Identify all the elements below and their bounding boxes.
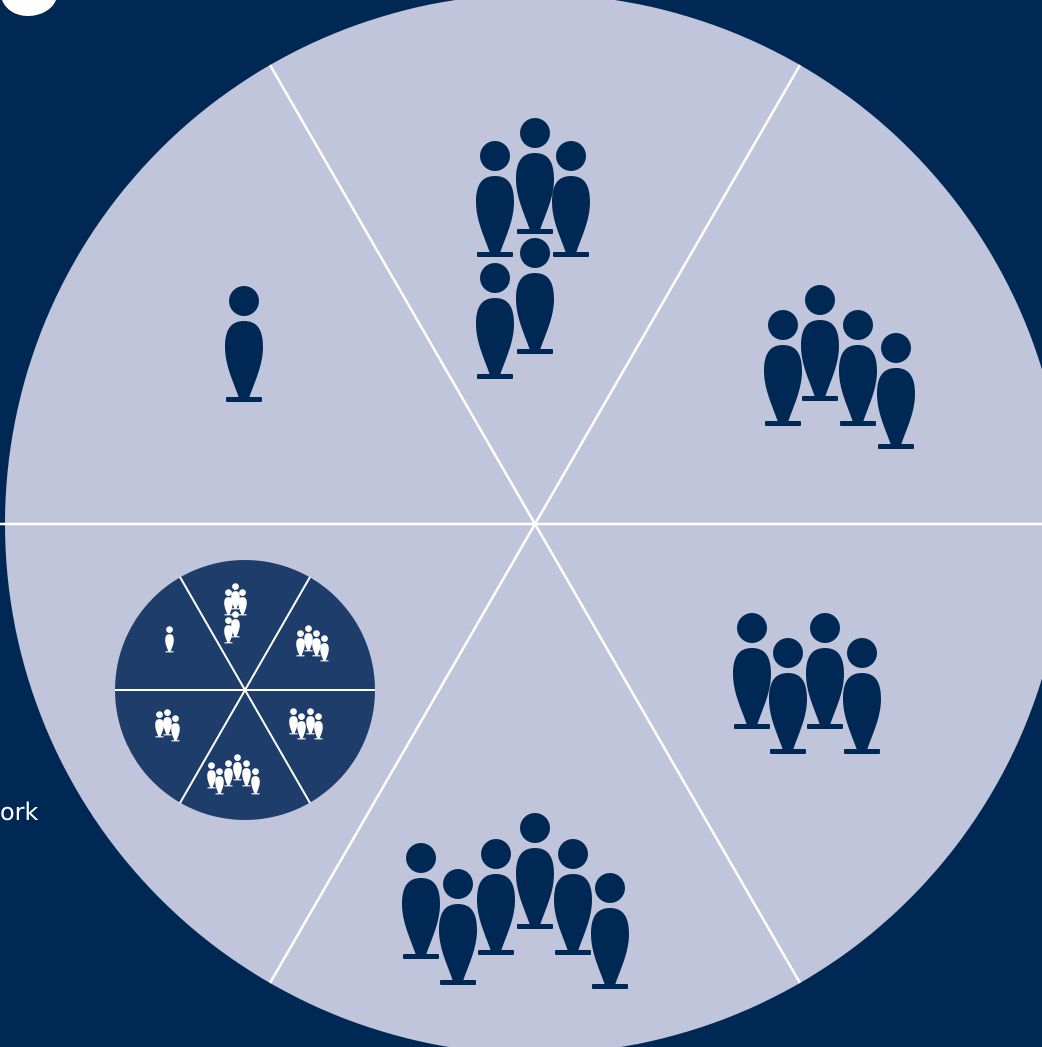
cropped-glyph-fragment: [2, 0, 56, 16]
cropped-text-fragment: ork: [0, 798, 39, 826]
divider-diagonal-2: [268, 64, 802, 984]
mini-divider-diagonal-2: [179, 576, 311, 804]
mini-wheel-icon: [115, 560, 375, 820]
segment-bottom-left: [115, 560, 375, 820]
